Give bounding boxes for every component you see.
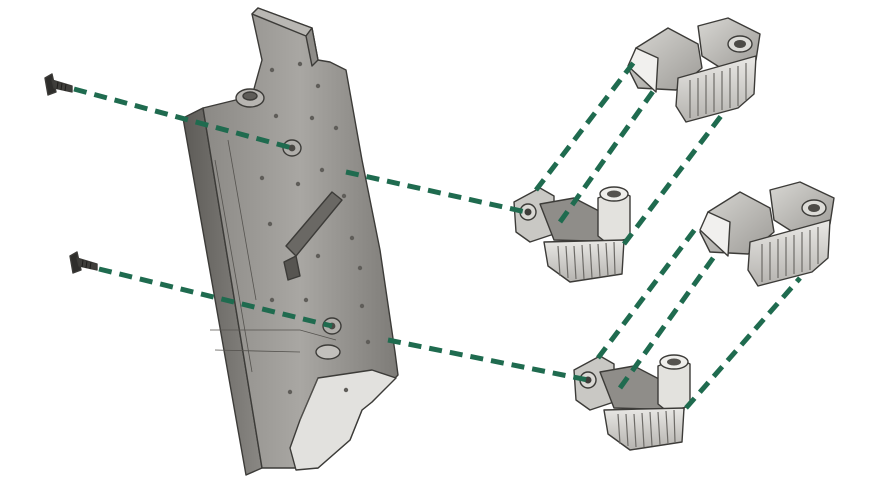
- screw-top: [44, 73, 73, 96]
- screw-bottom: [69, 251, 98, 274]
- heatsink-base-lower: [573, 354, 691, 451]
- guide-lower-mid: [617, 252, 719, 390]
- heatsink-cover-lower: [699, 181, 835, 287]
- guide-screw-bottom: [98, 266, 333, 329]
- guide-screw-top: [73, 86, 293, 151]
- guide-bracket-upper: [345, 169, 527, 215]
- mounting-bracket: [182, 7, 399, 476]
- assembly-guide-lines: [73, 60, 802, 410]
- guide-upper-right: [622, 110, 726, 246]
- guide-upper-left: [534, 60, 636, 192]
- guide-lower-right: [684, 276, 802, 410]
- guide-bracket-lower: [387, 337, 589, 383]
- guide-lower-left: [596, 226, 698, 360]
- guide-upper-mid: [557, 88, 657, 224]
- heatsink-cover-upper: [627, 17, 761, 123]
